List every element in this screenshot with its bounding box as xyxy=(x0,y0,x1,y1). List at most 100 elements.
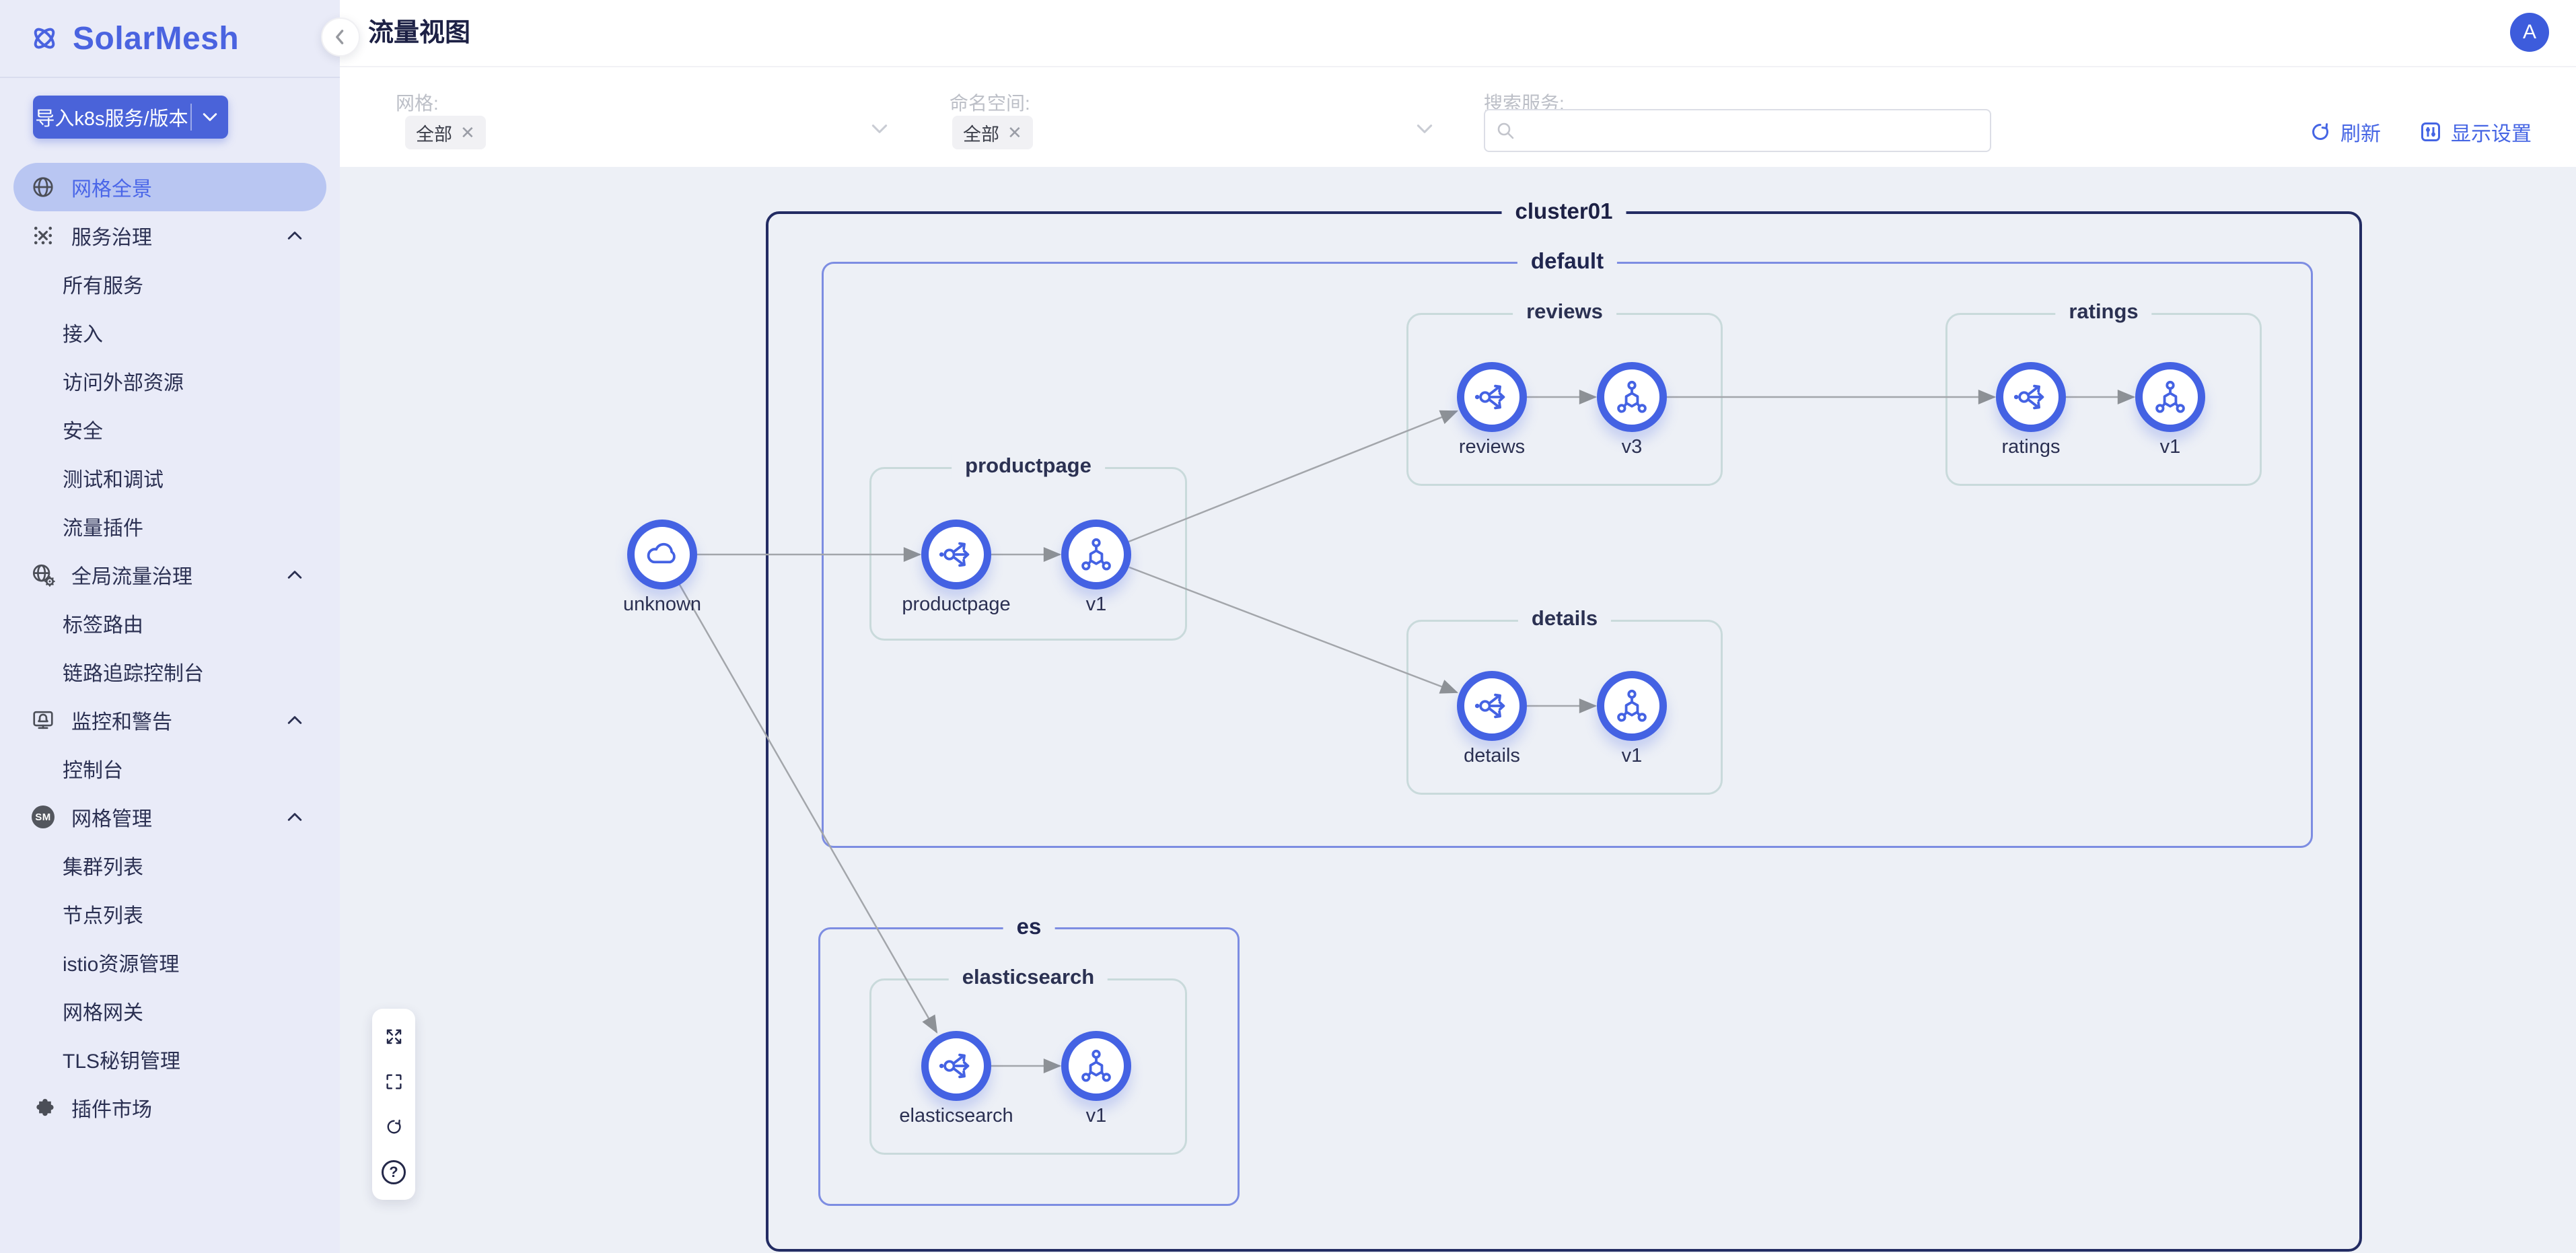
import-k8s-button[interactable]: 导入k8s服务/版本 xyxy=(33,96,228,139)
puzzle-icon xyxy=(30,1094,57,1121)
sidebar-item-cluster-list[interactable]: 集群列表 xyxy=(0,841,340,890)
sidebar-item-label: 流量插件 xyxy=(63,517,143,540)
node-label: v1 xyxy=(1621,745,1643,766)
service-route-icon xyxy=(938,1048,974,1084)
sidebar-item-istio-resources[interactable]: istio资源管理 xyxy=(0,938,340,987)
namespace-select-chevron-icon[interactable] xyxy=(1417,124,1433,134)
search-box[interactable] xyxy=(1484,109,1991,152)
fit-view-button[interactable] xyxy=(372,1014,415,1059)
sidebar-menu: 网格全景 服务治理 所有服务 接入 访问外部资源 安全 测试和调试 流量插件 全… xyxy=(0,163,340,1132)
cluster-label: cluster01 xyxy=(1501,199,1626,224)
sidebar-item-monitoring-alerts[interactable]: 监控和警告 xyxy=(0,696,340,744)
chevron-up-icon[interactable] xyxy=(287,715,302,725)
graph-node-unknown[interactable] xyxy=(627,520,697,589)
sidebar-item-security[interactable]: 安全 xyxy=(0,405,340,454)
search-icon xyxy=(1496,121,1515,140)
graph-node-details-service[interactable] xyxy=(1457,671,1527,741)
sidebar-item-label: 集群列表 xyxy=(63,857,143,879)
sidebar-item-node-list[interactable]: 节点列表 xyxy=(0,890,340,938)
sidebar-item-traffic-plugins[interactable]: 流量插件 xyxy=(0,502,340,550)
chevron-up-icon[interactable] xyxy=(287,812,302,822)
namespace-label: es xyxy=(1003,914,1055,939)
sidebar-item-label: 链路追踪控制台 xyxy=(63,663,204,685)
topbar: 流量视图 A xyxy=(340,0,2576,67)
fullscreen-button[interactable] xyxy=(372,1059,415,1104)
mesh-filter-label: 网格: xyxy=(396,93,439,114)
sidebar-item-label: 安全 xyxy=(63,421,103,443)
sidebar-item-label: 服务治理 xyxy=(71,227,152,249)
sidebar-item-test-debug[interactable]: 测试和调试 xyxy=(0,454,340,502)
sidebar-item-global-traffic[interactable]: 全局流量治理 xyxy=(0,550,340,599)
sidebar-item-label: 接入 xyxy=(63,324,103,346)
sidebar-item-external-resources[interactable]: 访问外部资源 xyxy=(0,357,340,405)
sidebar-item-mesh-management[interactable]: SM 网格管理 xyxy=(0,793,340,841)
node-label: v1 xyxy=(2159,436,2181,458)
sm-badge-text: SM xyxy=(32,806,55,828)
node-label: v1 xyxy=(1085,1105,1107,1126)
tag-close-icon[interactable]: ✕ xyxy=(460,122,475,143)
sidebar-item-mesh-overview[interactable]: 网格全景 xyxy=(13,163,326,211)
fullscreen-icon xyxy=(385,1073,403,1091)
node-label: v1 xyxy=(1085,594,1107,615)
group-label: productpage xyxy=(952,454,1105,478)
sidebar: SolarMesh 导入k8s服务/版本 网格全景 服务治理 所有服务 xyxy=(0,0,340,1253)
refresh-button[interactable]: 刷新 xyxy=(2310,117,2381,147)
mesh-select-chevron-icon[interactable] xyxy=(871,124,888,134)
graph-node-elasticsearch-service[interactable] xyxy=(921,1031,991,1101)
group-label: elasticsearch xyxy=(948,965,1108,989)
sidebar-item-label-routing[interactable]: 标签路由 xyxy=(0,599,340,647)
group-label: reviews xyxy=(1513,299,1616,324)
sidebar-collapse-button[interactable] xyxy=(321,17,360,57)
sidebar-item-label: 访问外部资源 xyxy=(63,372,184,394)
sidebar-item-label: 网格全景 xyxy=(71,178,152,201)
monitor-bell-icon xyxy=(30,707,57,733)
group-label: details xyxy=(1517,606,1612,631)
graph-node-details-v1[interactable] xyxy=(1597,671,1667,741)
page-title: 流量视图 xyxy=(368,19,471,47)
graph-node-reviews-v3[interactable] xyxy=(1597,362,1667,432)
node-label: reviews xyxy=(1458,436,1526,458)
chevron-up-icon[interactable] xyxy=(287,570,302,579)
avatar[interactable]: A xyxy=(2510,13,2549,52)
sidebar-item-label: 标签路由 xyxy=(63,614,143,637)
display-settings-label: 显示设置 xyxy=(2451,123,2532,145)
service-group-elasticsearch: elasticsearch xyxy=(869,965,1187,1155)
globe-icon xyxy=(30,174,57,201)
node-label: elasticsearch xyxy=(899,1105,1013,1126)
import-k8s-label: 导入k8s服务/版本 xyxy=(35,108,188,130)
sidebar-item-all-services[interactable]: 所有服务 xyxy=(0,260,340,308)
sidebar-item-tracing-console[interactable]: 链路追踪控制台 xyxy=(0,647,340,696)
tag-close-icon[interactable]: ✕ xyxy=(1007,122,1022,143)
graph-node-productpage-v1[interactable] xyxy=(1061,520,1131,589)
chevron-down-icon[interactable] xyxy=(192,112,228,122)
sidebar-item-tls-keys[interactable]: TLS秘钥管理 xyxy=(0,1035,340,1083)
service-group-productpage: productpage xyxy=(869,454,1187,641)
graph-node-productpage-service[interactable] xyxy=(921,520,991,589)
search-input[interactable] xyxy=(1524,119,1990,142)
graph-node-elasticsearch-v1[interactable] xyxy=(1061,1031,1131,1101)
namespace-filter-tag[interactable]: 全部 ✕ xyxy=(952,116,1033,149)
service-route-icon xyxy=(1474,379,1510,415)
sidebar-item-label: TLS秘钥管理 xyxy=(63,1050,181,1073)
sidebar-item-console[interactable]: 控制台 xyxy=(0,744,340,793)
mesh-filter-tag[interactable]: 全部 ✕ xyxy=(405,116,486,149)
graph-node-ratings-v1[interactable] xyxy=(2135,362,2205,432)
topology-canvas[interactable]: cluster01 default es reviews ratings pro… xyxy=(340,167,2576,1253)
graph-node-ratings-service[interactable] xyxy=(1996,362,2066,432)
reload-button[interactable] xyxy=(372,1104,415,1149)
display-settings-button[interactable]: 显示设置 xyxy=(2420,117,2532,147)
help-button[interactable]: ? xyxy=(372,1149,415,1194)
sidebar-item-mesh-gateway[interactable]: 网格网关 xyxy=(0,987,340,1035)
sidebar-item-service-governance[interactable]: 服务治理 xyxy=(0,211,340,260)
chevron-up-icon[interactable] xyxy=(287,231,302,240)
service-group-reviews: reviews xyxy=(1406,299,1723,486)
sidebar-item-label: 控制台 xyxy=(63,760,123,782)
graph-node-reviews-service[interactable] xyxy=(1457,362,1527,432)
import-row: 导入k8s服务/版本 xyxy=(0,78,340,139)
sidebar-item-access[interactable]: 接入 xyxy=(0,308,340,357)
sidebar-item-label: 全局流量治理 xyxy=(71,566,192,588)
sidebar-item-plugin-market[interactable]: 插件市场 xyxy=(0,1083,340,1132)
filter-bar: 网格: 全部 ✕ 命名空间: 全部 ✕ 搜索服务: 刷新 xyxy=(340,67,2576,168)
solarmesh-logo-icon xyxy=(34,28,55,49)
group-label: ratings xyxy=(2055,299,2152,324)
